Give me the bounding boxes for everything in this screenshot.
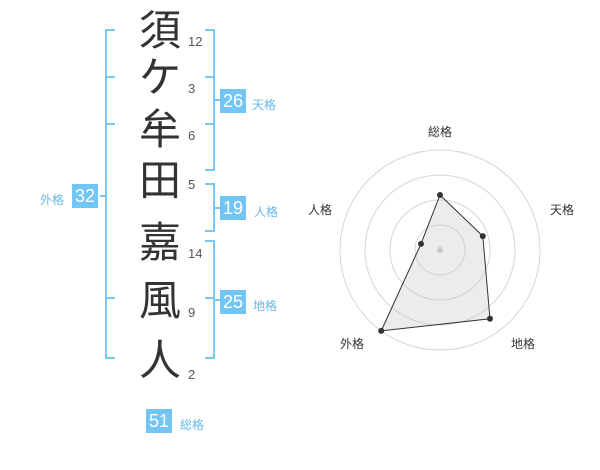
radar-chart bbox=[339, 149, 541, 351]
stroke-count-1: 12 bbox=[188, 34, 203, 49]
stroke-count-7: 2 bbox=[188, 367, 196, 382]
name-char-5: 嘉 bbox=[138, 218, 181, 267]
tenkaku-label: 天格 bbox=[252, 98, 277, 112]
stroke-count-2: 3 bbox=[188, 81, 196, 96]
radar-axis-label-gaikaku: 外格 bbox=[340, 337, 365, 351]
chikaku-bracket bbox=[205, 240, 220, 359]
radar-grid-ring bbox=[364, 174, 516, 326]
radar-grid-ring bbox=[389, 199, 491, 301]
chikaku-value-badge: 25 bbox=[220, 290, 247, 314]
radar-data-polygon bbox=[380, 194, 491, 332]
soukaku-label: 総格 bbox=[180, 418, 205, 432]
tenkaku-bracket bbox=[205, 29, 220, 171]
stroke-count-3: 6 bbox=[188, 128, 196, 143]
chikaku-label: 地格 bbox=[253, 299, 278, 313]
tenkaku-value-badge: 26 bbox=[220, 89, 247, 113]
jinkaku-label: 人格 bbox=[254, 205, 279, 219]
name-char-3: 牟 bbox=[138, 105, 181, 154]
radar-axis-label-chikaku: 地格 bbox=[511, 337, 536, 351]
radar-center-dot bbox=[437, 247, 443, 253]
name-char-4: 田 bbox=[138, 156, 181, 205]
radar-grid-ring bbox=[339, 149, 541, 351]
stroke-count-4: 5 bbox=[188, 177, 196, 192]
gaikaku-label: 外格 bbox=[40, 193, 65, 207]
stroke-count-5: 14 bbox=[188, 246, 203, 261]
radar-point-3 bbox=[486, 315, 493, 322]
radar-grid-ring bbox=[414, 224, 466, 276]
name-char-6: 風 bbox=[138, 276, 181, 325]
gaikaku-value-badge: 32 bbox=[72, 184, 99, 208]
radar-axis-label-soukaku: 総格 bbox=[428, 125, 453, 139]
radar-axis-label-tenkaku: 天格 bbox=[550, 203, 575, 217]
radar-axis-label-jinkaku: 人格 bbox=[308, 203, 333, 217]
gaikaku-bracket bbox=[100, 29, 115, 359]
name-char-2: ケ bbox=[138, 53, 181, 102]
soukaku-value-badge: 51 bbox=[146, 409, 173, 433]
name-char-7: 人 bbox=[138, 336, 181, 385]
radar-point-5 bbox=[417, 240, 424, 247]
name-char-1: 須 bbox=[138, 6, 181, 55]
radar-point-2 bbox=[479, 233, 486, 240]
radar-point-4 bbox=[378, 327, 385, 334]
jinkaku-value-badge: 19 bbox=[220, 196, 247, 220]
stroke-count-6: 9 bbox=[188, 305, 196, 320]
jinkaku-bracket bbox=[205, 183, 220, 232]
radar-point-1 bbox=[437, 192, 443, 198]
